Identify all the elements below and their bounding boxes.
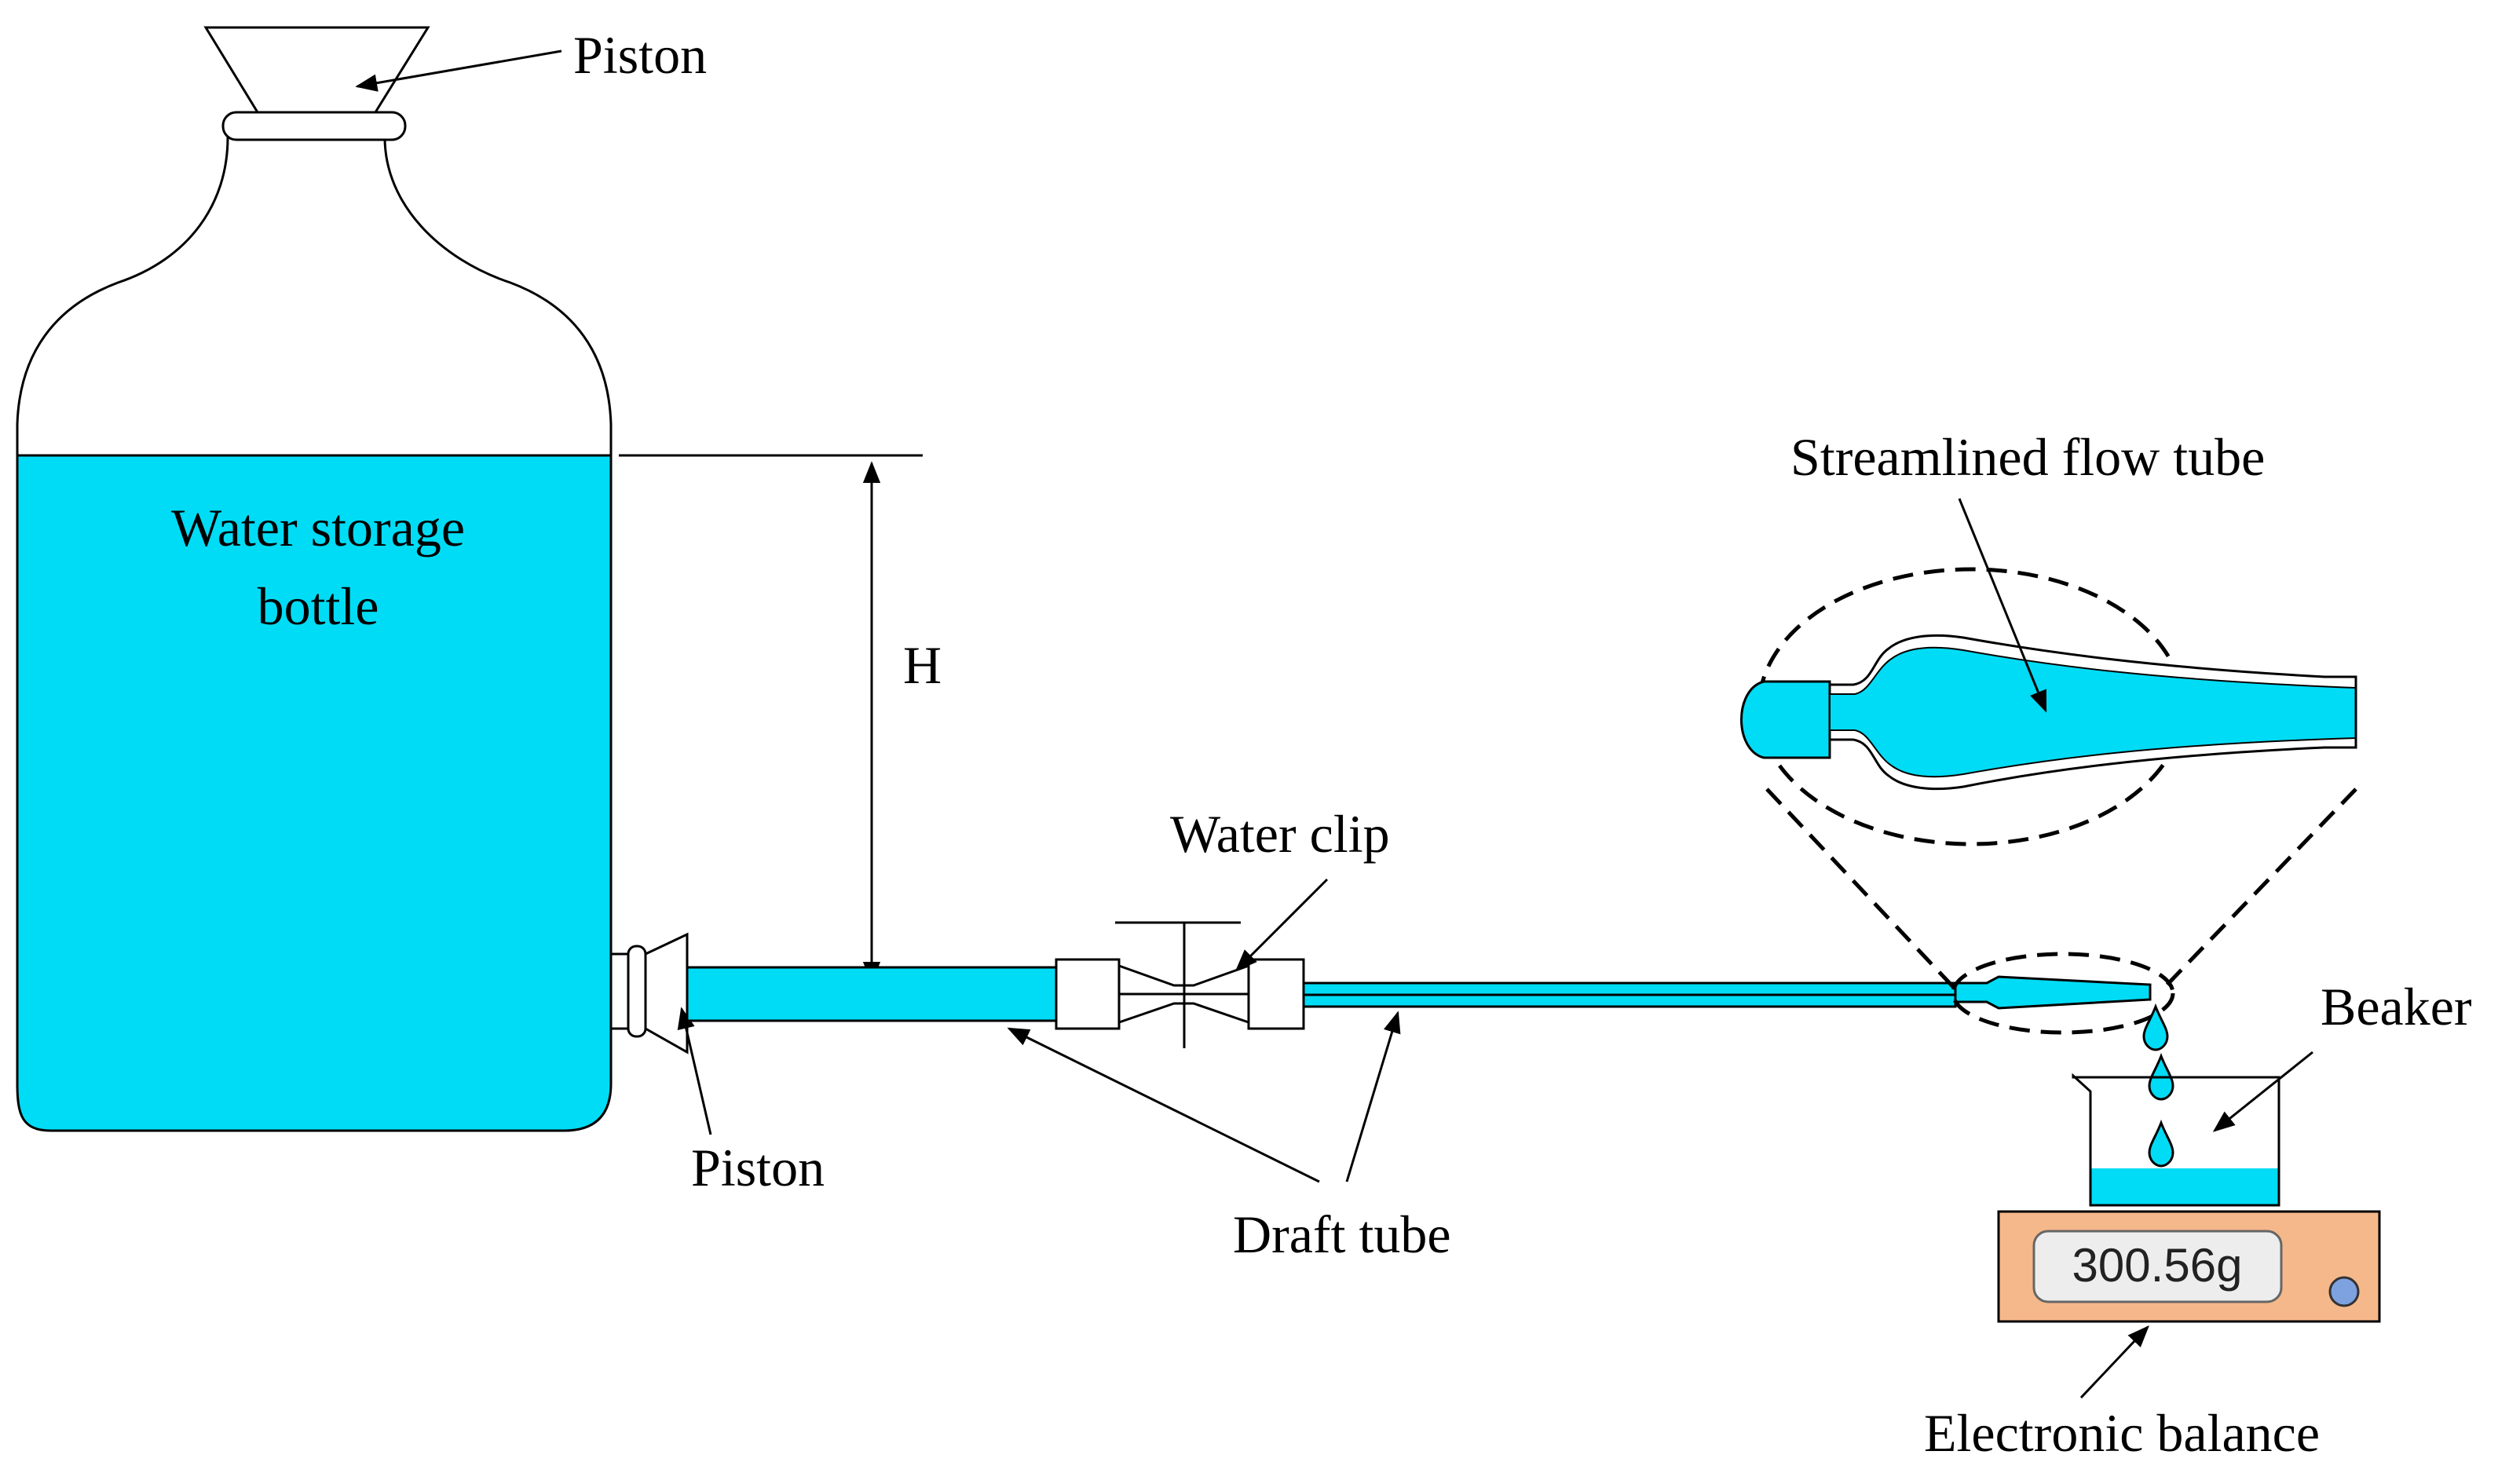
- balance-display: [2032, 1230, 2283, 1303]
- small-flow-tube: [1954, 975, 2152, 1010]
- balance-reading: 300.56g: [2072, 1239, 2243, 1292]
- zoom-line-left: [1765, 788, 1959, 992]
- beaker-label: Beaker: [2321, 977, 2472, 1036]
- bottle-neck-ring: [221, 111, 407, 141]
- top-piston-stopper: [203, 26, 430, 114]
- piston-top-arrow: [355, 49, 562, 92]
- electronic-balance-arrow: [2079, 1325, 2149, 1399]
- water-clip-arrow: [1235, 878, 1329, 971]
- electronic-balance-label: Electronic balance: [1924, 1403, 2320, 1463]
- draft-tube-label: Draft tube: [1233, 1204, 1451, 1264]
- draft-tube-arrow-2: [1345, 1011, 1401, 1182]
- balance-knob: [2328, 1276, 2360, 1307]
- beaker-arrow: [2212, 1051, 2313, 1132]
- beaker-outline: [2072, 1073, 2280, 1207]
- water-clip-label: Water clip: [1170, 804, 1390, 864]
- beaker-water: [2090, 1168, 2279, 1206]
- electronic-balance: 300.56g: [1997, 1210, 2381, 1323]
- zoom-line-right: [2160, 788, 2357, 992]
- bottle-outline: [16, 136, 613, 1132]
- thin-tube: [1302, 981, 1957, 1008]
- piston-side-arrow: [677, 1007, 712, 1135]
- bottle-label-line2: bottle: [258, 576, 379, 636]
- bottle-label-line1: Water storage: [171, 498, 465, 557]
- piston-top-label: Piston: [573, 25, 707, 85]
- draft-tube-arrow-1: [1007, 1027, 1320, 1183]
- water-drop: [2142, 1003, 2169, 1051]
- water-clip: [1055, 921, 1305, 1048]
- streamlined-flow-tube-arrow: [1958, 498, 2047, 713]
- wide-tube: [686, 966, 1058, 1022]
- streamlined-flow-tube-label: Streamlined flow tube: [1790, 427, 2265, 487]
- height-label: H: [903, 635, 942, 695]
- water-storage-bottle: [16, 26, 613, 1132]
- bottle-water: [17, 455, 611, 1131]
- beaker: [2072, 1073, 2280, 1207]
- magnified-flow-tube: [1740, 567, 2357, 846]
- water-drops: [2142, 1003, 2174, 1168]
- side-piston: [609, 932, 689, 1055]
- water-drop: [2148, 1119, 2174, 1168]
- piston-side-label: Piston: [691, 1138, 825, 1197]
- small-zoom-ellipse: [1951, 952, 2175, 1035]
- height-dimension: [619, 454, 923, 984]
